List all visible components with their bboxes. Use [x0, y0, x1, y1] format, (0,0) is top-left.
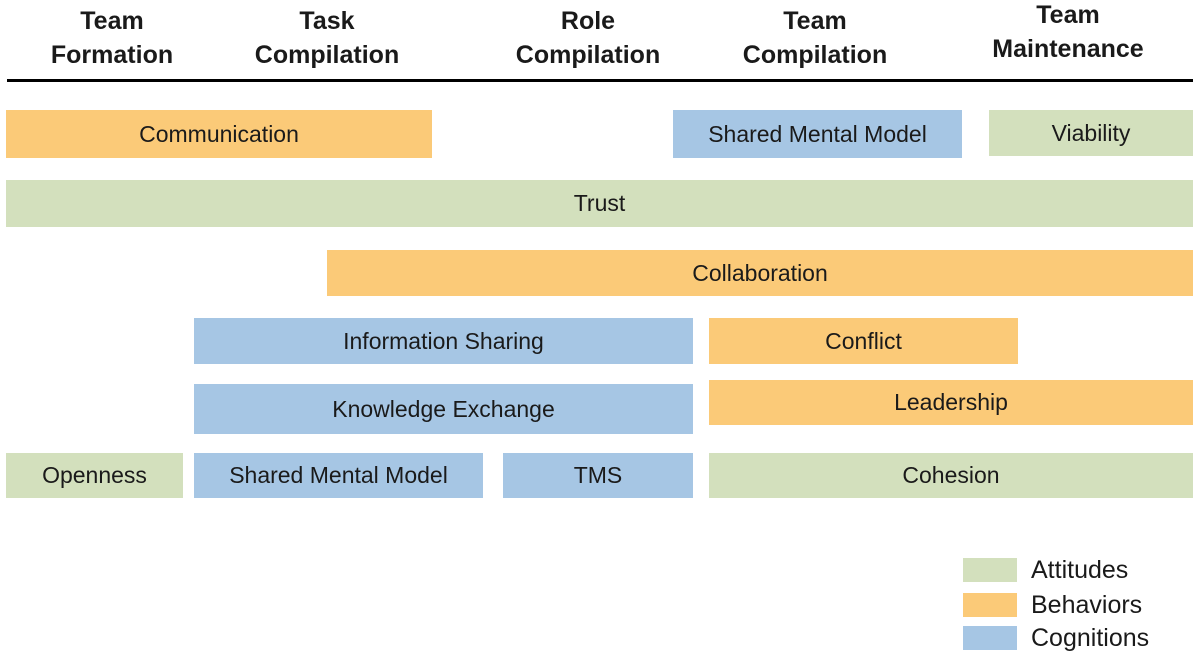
- stage-header-line2: Compilation: [254, 41, 400, 69]
- bar-label: Knowledge Exchange: [332, 395, 555, 422]
- stage-header-line2: Compilation: [742, 41, 888, 69]
- stage-header-line1: Team: [1036, 1, 1100, 29]
- bar-label: TMS: [573, 462, 623, 488]
- legend-label: Attitudes: [1031, 556, 1129, 584]
- bar-openness: Openness: [6, 453, 183, 498]
- bar-label: Communication: [139, 120, 299, 147]
- legend-label: Behaviors: [1031, 591, 1143, 619]
- bar-label: Trust: [573, 190, 626, 216]
- legend-item-attitudes: Attitudes: [963, 556, 1128, 584]
- stage-header-line1: Task: [299, 7, 355, 35]
- bar-shared-mental-model-task: Shared Mental Model: [194, 453, 483, 498]
- stage-header-line2: Maintenance: [992, 35, 1144, 63]
- bar-label: Openness: [42, 462, 147, 488]
- bar-tms: TMS: [503, 453, 693, 498]
- bar-label: Shared Mental Model: [229, 462, 448, 488]
- stage-header-team-maintenance: Team Maintenance: [978, 0, 1158, 66]
- stage-header-line2: Compilation: [515, 41, 661, 69]
- bar-label: Viability: [1051, 119, 1131, 146]
- header-divider: [7, 79, 1193, 82]
- stage-header-line1: Team: [80, 7, 144, 35]
- bar-communication: Communication: [6, 110, 432, 158]
- bar-label: Information Sharing: [343, 327, 544, 354]
- stage-header-team-compilation: Team Compilation: [734, 4, 896, 72]
- stage-header-role-compilation: Role Compilation: [507, 4, 669, 72]
- legend-swatch-cognitions: [963, 626, 1017, 650]
- bar-conflict: Conflict: [709, 318, 1018, 364]
- bar-label: Shared Mental Model: [708, 120, 927, 147]
- bar-trust: Trust: [6, 180, 1193, 227]
- bar-leadership: Leadership: [709, 380, 1193, 425]
- legend-item-cognitions: Cognitions: [963, 624, 1149, 652]
- legend-item-behaviors: Behaviors: [963, 591, 1142, 619]
- stage-header-line1: Role: [560, 7, 616, 35]
- legend-label: Cognitions: [1031, 624, 1150, 652]
- legend-swatch-attitudes: [963, 558, 1017, 582]
- legend-swatch-behaviors: [963, 593, 1017, 617]
- stage-header-team-formation: Team Formation: [42, 4, 182, 72]
- bar-information-sharing: Information Sharing: [194, 318, 693, 364]
- stage-header-task-compilation: Task Compilation: [246, 4, 408, 72]
- bar-shared-mental-model-team: Shared Mental Model: [673, 110, 962, 158]
- bar-label: Collaboration: [692, 259, 828, 286]
- bar-label: Leadership: [894, 389, 1008, 415]
- bar-collaboration: Collaboration: [327, 250, 1193, 296]
- stage-header-line1: Team: [783, 7, 847, 35]
- bar-label: Cohesion: [902, 462, 1000, 488]
- bar-knowledge-exchange: Knowledge Exchange: [194, 384, 693, 434]
- bar-cohesion: Cohesion: [709, 453, 1193, 498]
- bar-label: Conflict: [825, 327, 902, 354]
- stage-header-line2: Formation: [50, 41, 174, 69]
- bar-viability: Viability: [989, 110, 1193, 156]
